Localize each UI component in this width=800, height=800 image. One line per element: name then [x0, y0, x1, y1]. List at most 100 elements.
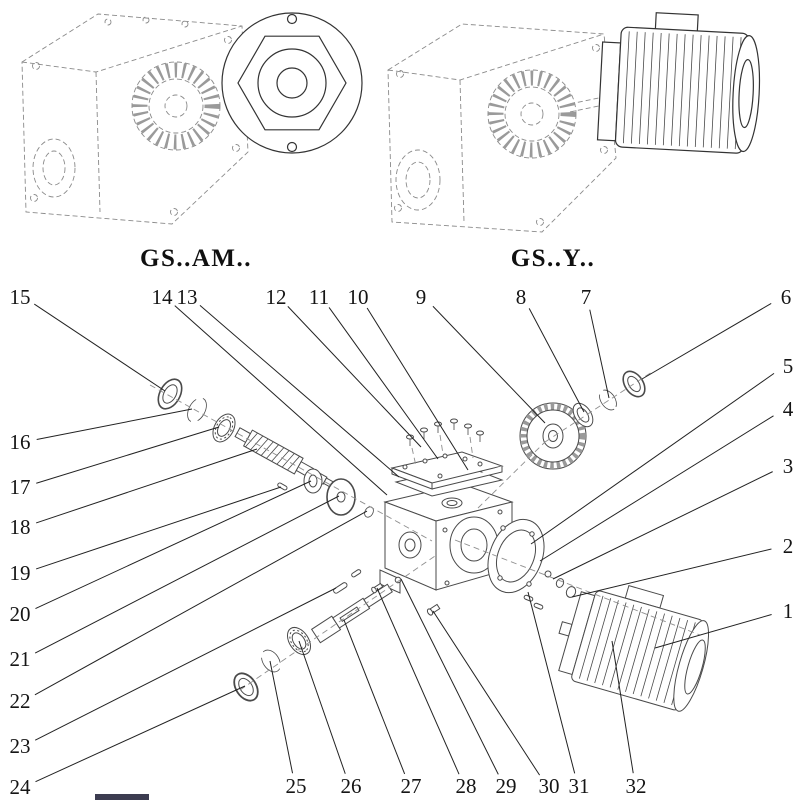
callout-number-21: 21 — [10, 647, 31, 671]
figure-label-gs-y: GS..Y.. — [511, 245, 596, 272]
callout-leader-4 — [539, 415, 774, 562]
output-shaft — [310, 583, 393, 644]
callout-number-14: 14 — [152, 285, 174, 309]
shaft-boss-hatch — [488, 70, 576, 158]
callout-number-29: 29 — [496, 774, 517, 798]
figure-gs-y-gearbox — [387, 12, 761, 233]
callout-leader-lines — [33, 303, 775, 783]
shaft-key-small — [351, 569, 362, 578]
callout-leader-17 — [36, 426, 220, 484]
callout-number-22: 22 — [10, 689, 31, 713]
callout-number-3: 3 — [783, 454, 794, 478]
gear-snap-ring — [599, 389, 617, 411]
callout-number-12: 12 — [266, 285, 287, 309]
callout-leader-5 — [530, 372, 775, 545]
callout-number-11: 11 — [309, 285, 329, 309]
flange-fasteners — [523, 570, 577, 610]
callout-number-8: 8 — [516, 285, 527, 309]
callout-leader-10 — [366, 307, 469, 471]
output-flange — [221, 12, 363, 154]
callout-number-15: 15 — [10, 285, 31, 309]
input-snap-ring — [187, 397, 207, 423]
motor-cooling-fins — [578, 595, 696, 706]
callout-number-4: 4 — [783, 397, 794, 421]
callout-number-16: 16 — [10, 430, 31, 454]
thrust-disc — [326, 478, 356, 516]
motor-adapter-flange — [487, 518, 545, 594]
input-shaft-seal — [157, 378, 183, 410]
motor-cooling-fins — [622, 31, 742, 150]
callout-leader-29 — [400, 578, 499, 775]
callout-leader-25 — [269, 660, 294, 774]
callout-leader-16 — [36, 408, 193, 441]
gear-ball-bearing — [622, 370, 646, 398]
housing-screw-b — [394, 576, 402, 584]
callout-leader-30 — [432, 610, 541, 776]
shaft-key — [333, 582, 348, 594]
callout-leader-12 — [287, 306, 422, 448]
electric-motor — [596, 12, 761, 154]
callout-leader-14 — [174, 305, 388, 496]
callout-leader-13 — [199, 305, 400, 478]
housing-cover-plate — [390, 451, 504, 490]
callout-number-5: 5 — [783, 354, 794, 378]
callout-leader-11 — [328, 307, 439, 460]
callout-number-28: 28 — [456, 774, 477, 798]
callout-number-20: 20 — [10, 602, 31, 626]
shaft-boss-hatch — [132, 62, 220, 150]
callout-number-23: 23 — [10, 734, 31, 758]
callout-leader-19 — [35, 486, 282, 570]
assembly-axis-lines — [149, 371, 701, 691]
callout-number-2: 2 — [783, 534, 794, 558]
dowel-pin — [277, 482, 288, 491]
cover-screws — [406, 418, 484, 467]
exploded-motor — [558, 585, 710, 712]
gear-shaft-washer — [572, 402, 594, 428]
callout-number-13: 13 — [177, 285, 198, 309]
callout-number-7: 7 — [581, 285, 592, 309]
callout-leader-18 — [35, 448, 258, 524]
callout-leader-31 — [527, 591, 576, 774]
callout-leader-7 — [589, 309, 610, 399]
output-oil-seal — [233, 672, 259, 702]
input-ball-bearing — [212, 413, 236, 443]
callout-leader-22 — [34, 510, 368, 696]
callout-number-26: 26 — [341, 774, 362, 798]
callout-leader-23 — [34, 587, 337, 741]
worm-gear-small — [303, 468, 323, 494]
housing-screw-a — [371, 582, 384, 594]
callout-number-30: 30 — [539, 774, 560, 798]
callout-number-25: 25 — [286, 774, 307, 798]
callout-leader-9 — [432, 305, 546, 424]
callout-number-10: 10 — [348, 285, 369, 309]
callout-leader-32 — [611, 640, 634, 774]
callout-number-6: 6 — [781, 285, 792, 309]
callout-number-17: 17 — [10, 475, 31, 499]
exploded-assembly — [149, 370, 710, 712]
callout-leader-21 — [34, 495, 340, 654]
callout-leader-8 — [528, 308, 585, 413]
callout-leader-28 — [376, 587, 460, 775]
drain-plug — [426, 603, 441, 616]
callout-leader-27 — [343, 619, 406, 775]
callout-leader-24 — [35, 685, 246, 783]
callout-leader-15 — [33, 303, 166, 392]
callout-number-32: 32 — [626, 774, 647, 798]
output-snap-ring — [261, 649, 281, 673]
callout-number-9: 9 — [416, 285, 427, 309]
callout-leader-3 — [552, 471, 773, 580]
callout-number-31: 31 — [569, 774, 590, 798]
callout-leader-6 — [641, 303, 772, 380]
callout-number-19: 19 — [10, 561, 31, 585]
bottom-watermark-fragment — [95, 794, 149, 800]
callout-leader-26 — [298, 640, 346, 774]
callout-number-18: 18 — [10, 515, 31, 539]
figure-label-gs-am: GS..AM.. — [140, 245, 252, 272]
callout-leader-2 — [571, 548, 772, 598]
callout-number-27: 27 — [401, 774, 422, 798]
callout-number-1: 1 — [783, 599, 794, 623]
figure-gs-am-gearbox — [21, 12, 363, 225]
